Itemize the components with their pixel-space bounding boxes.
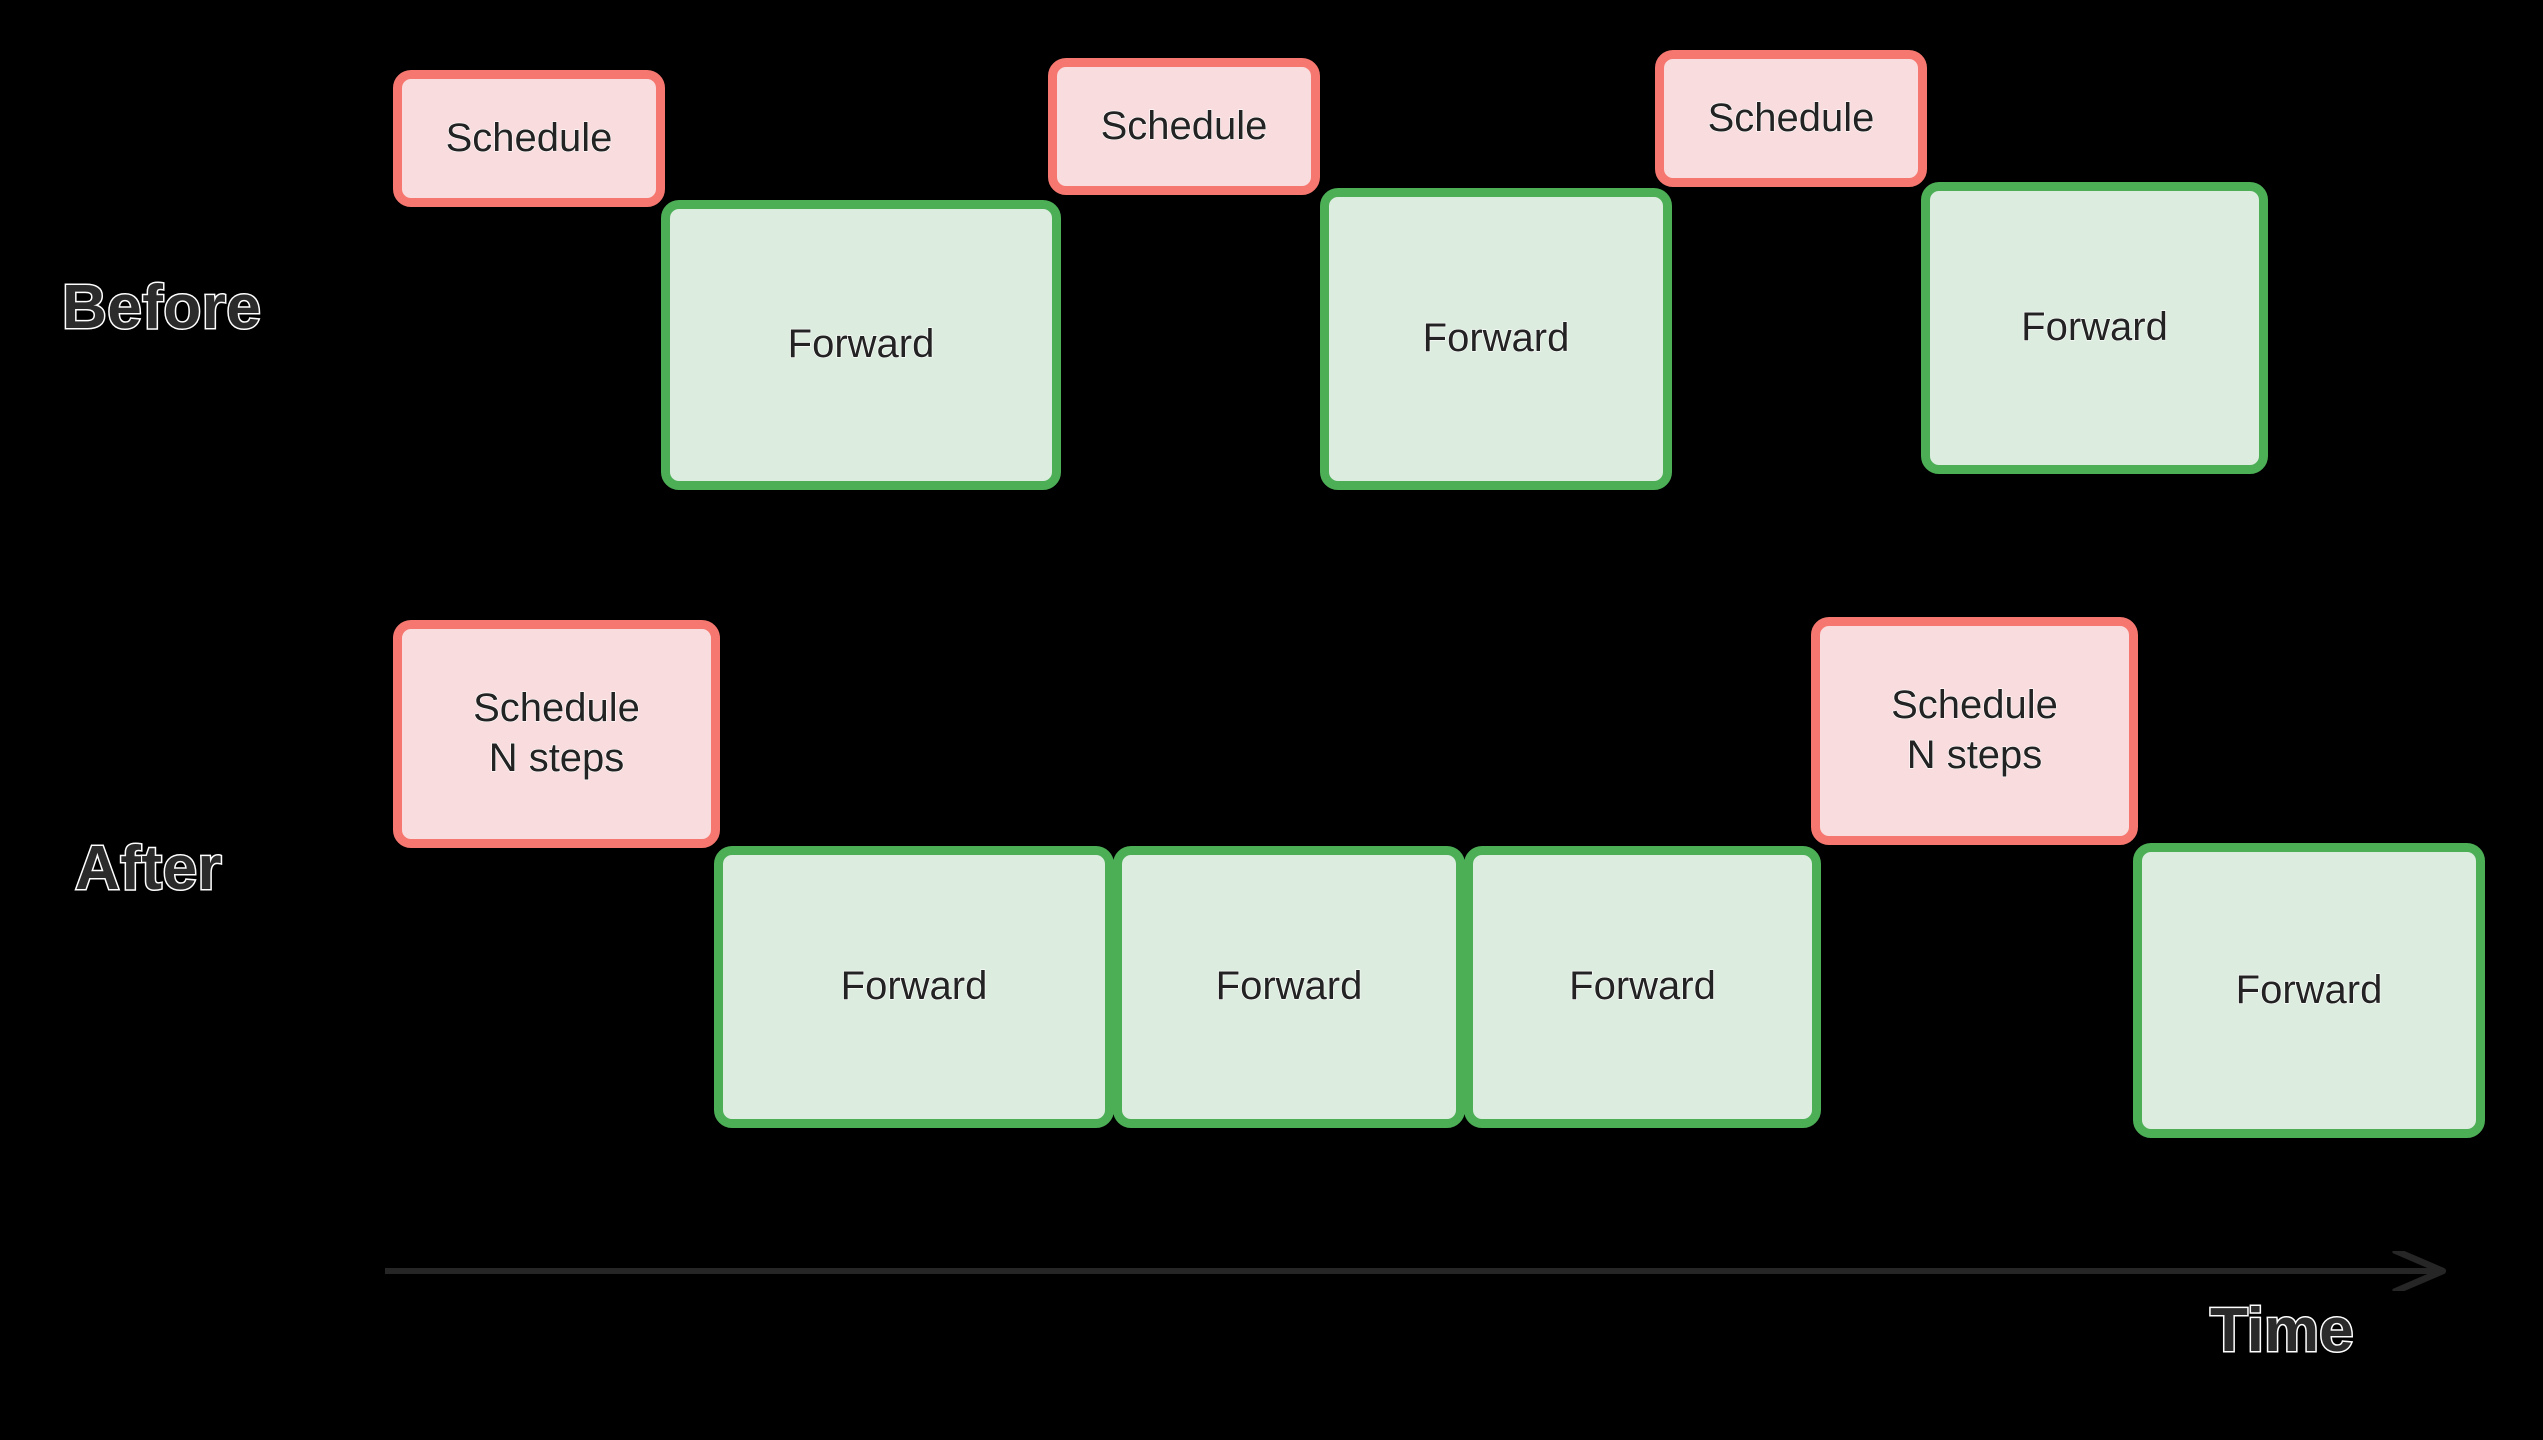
- before-schedule-block-2[interactable]: Schedule: [1048, 58, 1320, 195]
- row-label-before: Before: [60, 273, 262, 342]
- after-forward-block-1[interactable]: Forward: [714, 846, 1114, 1128]
- after-forward-block-3[interactable]: Forward: [1464, 846, 1821, 1128]
- time-axis-arrow: [385, 1251, 2450, 1291]
- before-forward-block-2[interactable]: Forward: [1320, 188, 1672, 490]
- before-schedule-block-1[interactable]: Schedule: [393, 70, 665, 207]
- before-schedule-block-3[interactable]: Schedule: [1655, 50, 1927, 187]
- after-schedule-block-1[interactable]: Schedule N steps: [393, 620, 720, 848]
- after-schedule-block-2[interactable]: Schedule N steps: [1811, 617, 2138, 845]
- after-forward-block-2[interactable]: Forward: [1113, 846, 1465, 1128]
- before-forward-block-1[interactable]: Forward: [661, 200, 1061, 490]
- time-axis-label: Time: [2209, 1296, 2356, 1365]
- before-forward-block-3[interactable]: Forward: [1921, 182, 2268, 474]
- after-forward-block-4[interactable]: Forward: [2133, 843, 2485, 1138]
- row-label-after: After: [73, 834, 223, 903]
